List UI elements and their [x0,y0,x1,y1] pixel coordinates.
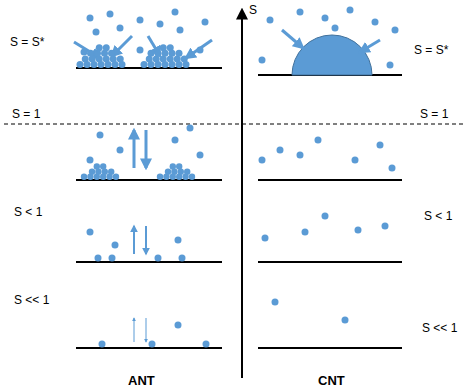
level-label: S = S* [414,44,448,56]
adatom [113,174,119,180]
substrate-lines [76,68,402,348]
adatom [179,255,186,262]
adatom [82,55,89,62]
adatom [172,9,179,16]
adatom [87,15,94,22]
adatom [137,17,144,24]
adatom [259,157,266,164]
s-axis [241,10,243,378]
level-label: S << 1 [422,322,457,334]
adatom [181,55,188,62]
adatom [109,255,116,262]
adatom [177,27,184,34]
adatom [112,242,119,249]
adatom [272,299,279,306]
adatom [172,137,179,144]
adatom [100,163,106,169]
adatom [117,25,124,32]
adatom [77,61,84,68]
level-label: S = 1 [12,108,40,120]
adatom [332,25,339,32]
adatom [389,165,396,172]
adatom [137,47,144,54]
adatom [347,7,354,14]
adatom [95,255,102,262]
adatom [267,17,274,24]
adatom [87,229,94,236]
adatom [302,229,309,236]
adatom [184,168,190,174]
adatom [157,21,164,28]
adatom [108,50,115,57]
adatom [81,49,88,56]
saturation-line [4,124,466,125]
adatom [197,47,204,54]
adatom [141,61,148,68]
adatom [203,341,210,348]
adatom [99,341,106,348]
adatom [277,147,284,154]
adatom [372,19,379,26]
adatom [297,152,304,159]
adatom [176,50,183,57]
adatom [87,50,94,57]
adatom [93,29,100,36]
adatom [148,50,155,57]
adatom [377,142,384,149]
adatom [165,168,171,174]
level-label: S < 1 [14,206,42,218]
adatom [107,11,114,18]
adatom [382,223,389,230]
adatom [189,174,195,180]
adatom [103,44,110,51]
adatom [176,163,182,169]
adatom [187,125,194,132]
adatom [387,62,394,69]
adatom [315,137,322,144]
adatom [97,132,104,139]
adatom [170,163,176,169]
adatom [202,19,209,26]
adatom [87,157,94,164]
adatom [155,255,162,262]
flux-arrows [74,30,380,342]
theory-label: CNT [318,374,345,387]
adatom [262,235,269,242]
adatom [157,174,163,180]
adatom [89,168,95,174]
adatom [96,44,103,51]
adatom [197,152,204,159]
adatom [149,341,156,348]
theory-label: ANT [128,374,155,387]
adatom [175,237,182,244]
adatom [175,322,182,329]
adatom [355,227,362,234]
adatom [352,157,359,164]
level-label: S = 1 [420,108,448,120]
level-label: S < 1 [424,210,452,222]
adatom [155,50,162,57]
adatom [160,44,167,51]
adatom [81,174,87,180]
adatom [297,9,304,16]
level-label: S = S* [10,36,44,48]
adatom [392,27,399,34]
adatom [94,163,100,169]
level-label: S << 1 [14,294,49,306]
adatom [108,168,114,174]
adatom [117,55,124,62]
adatom [342,317,349,324]
adatom [167,44,174,51]
adatom [117,147,124,154]
adatom [322,15,329,22]
nucleus-dome [292,35,372,75]
adatom [322,213,329,220]
axis-label: S [249,4,257,16]
adatom [259,57,266,64]
adatoms [77,7,399,348]
